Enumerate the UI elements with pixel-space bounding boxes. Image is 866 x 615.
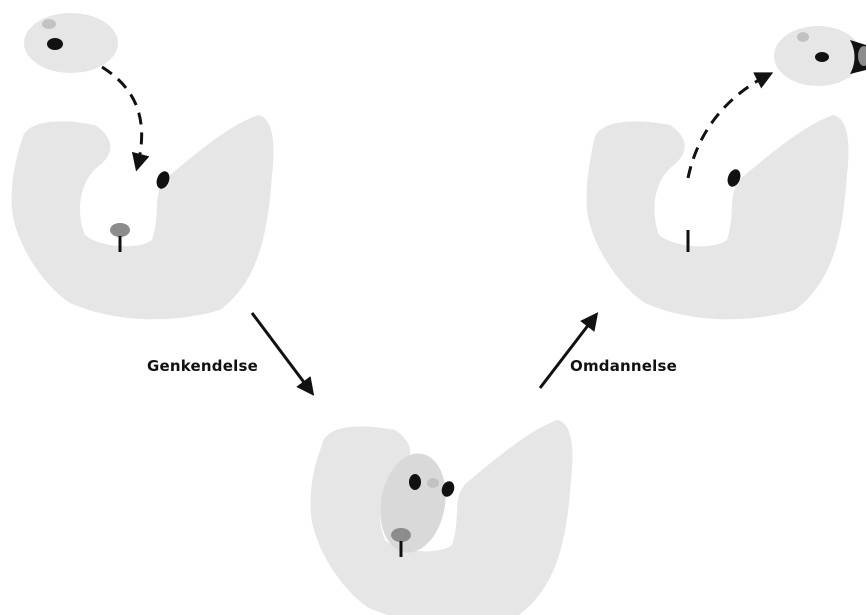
recognition-arrow [252,313,312,393]
product-light-site [797,32,809,42]
enzyme-body [12,115,274,319]
enzyme-body [587,115,849,319]
substrate-light-site [42,19,56,29]
active-site-dot [110,223,130,237]
substrate-dark-site [47,38,63,50]
stage-enzyme-substrate-complex [311,420,573,615]
substrate-molecule [24,13,118,73]
transformation-label: Omdannelse [570,357,677,375]
product-dark-site [815,52,829,62]
bound-substrate-light-site [427,478,439,488]
transformation-arrow [540,315,596,388]
bound-substrate-dark-site [409,474,421,490]
release-arrow [688,74,770,178]
active-site-dot [391,528,411,542]
recognition-label: Genkendelse [147,357,258,375]
stage-substrate-approach [12,13,274,319]
stage-product-release [587,26,866,319]
